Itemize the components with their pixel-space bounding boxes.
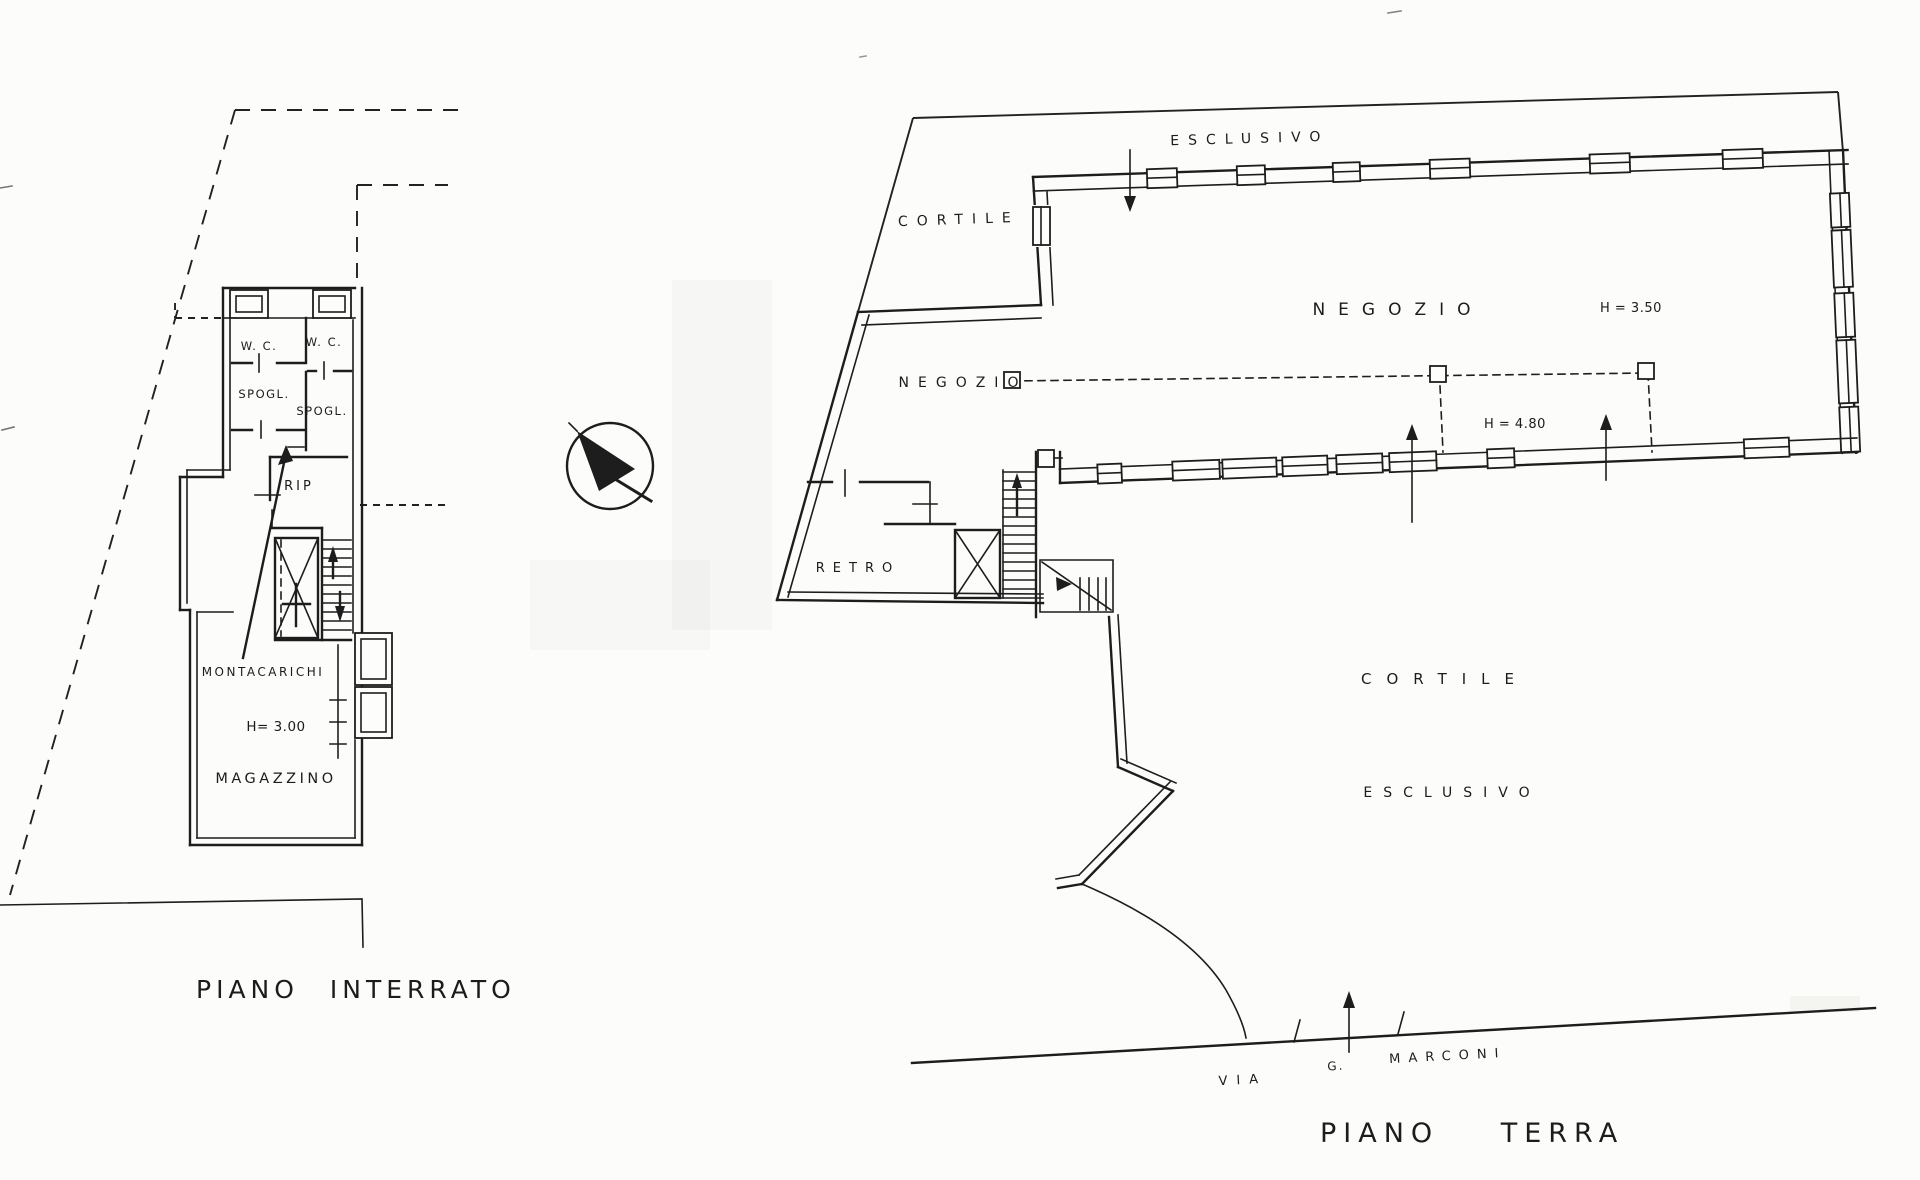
driveway-curve	[1080, 882, 1247, 1039]
cortile-court-label: CORTILE	[1361, 670, 1529, 688]
magazzino-height-label: H= 3.00	[246, 719, 305, 735]
courtyard-boundary	[1055, 614, 1247, 1039]
ground-stair-treads	[1002, 471, 1037, 590]
basement-stairs	[320, 526, 352, 642]
negozio-left-label: NEGOZIO	[899, 375, 1028, 391]
court-entrance-arrow	[1406, 424, 1418, 440]
compass-tail	[612, 476, 654, 504]
negozio-left-wall	[1030, 175, 1054, 307]
street-name-label: MARCONI	[1389, 1046, 1507, 1067]
magazzino-label: MAGAZZINO	[215, 771, 336, 787]
negozio-height-label: H = 3.50	[1600, 301, 1662, 316]
esclusivo-court-label: ESCLUSIVO	[1363, 785, 1540, 801]
negozio-main-label: NEGOZIO	[1312, 300, 1483, 320]
basement-outer-walls	[178, 286, 393, 847]
column-marker	[1637, 362, 1655, 380]
ground-lift-shaft	[953, 528, 1002, 600]
street-initial-label: G.	[1327, 1059, 1345, 1074]
montacarichi-label: MONTACARICHI	[202, 665, 325, 679]
wc-left-label: W. C.	[241, 339, 278, 353]
rip-label: RIP	[284, 479, 314, 494]
ground-stair-block	[953, 449, 1114, 619]
basement-site-boundary	[0, 109, 463, 948]
landing-square	[1037, 449, 1055, 468]
right-wall-windows	[1825, 191, 1864, 454]
street-via-label: VIA	[1218, 1072, 1267, 1090]
wc-right-label: W. C.	[306, 335, 343, 349]
bottom-wall-windows	[1096, 434, 1791, 488]
top-wall-windows	[1145, 145, 1765, 193]
spogl-left-label: SPOGL.	[238, 387, 289, 401]
basement-plan: W. C. W. C. SPOGL. SPOGL. RIP MONTACARIC…	[0, 109, 516, 1004]
ground-floor-plan: ESCLUSIVO CORTILE NEGOZIO H = 3.50 NEGOZ…	[775, 91, 1877, 1149]
retro-label: RETRO	[816, 561, 900, 576]
scan-artifacts	[0, 10, 1860, 1012]
entrance-arrows	[1124, 149, 1612, 523]
compass-circle	[565, 421, 655, 511]
spogl-right-label: SPOGL.	[296, 404, 347, 418]
column-marker	[1003, 371, 1021, 389]
top-entrance-arrow	[1124, 196, 1136, 212]
negozio-right-wall	[1825, 148, 1864, 455]
street-north-arrow	[1343, 991, 1355, 1008]
montacarichi-arrow	[241, 445, 293, 660]
negozio-arrow	[1600, 414, 1612, 430]
inner-height-label: H = 4.80	[1484, 417, 1546, 432]
negozio-top-wall	[1031, 145, 1849, 193]
inner-height-zone	[1003, 362, 1655, 453]
ground-site-boundary	[857, 91, 1844, 313]
basement-lower-boundary	[0, 898, 364, 948]
basement-title: PIANO INTERRATO	[196, 975, 516, 1004]
negozio-bottom-wall	[1058, 434, 1859, 488]
north-arrowhead	[577, 431, 635, 491]
small-outdoor-stair	[1039, 559, 1114, 613]
ground-title: PIANO TERRA	[1320, 1118, 1624, 1149]
street-line	[910, 991, 1877, 1065]
cortile-top-label: CORTILE	[898, 210, 1020, 230]
annex-walls	[775, 303, 1045, 605]
north-compass	[565, 421, 655, 511]
column-marker	[1429, 365, 1447, 383]
esclusivo-top-label: ESCLUSIVO	[1170, 129, 1330, 149]
basement-lift-shaft	[273, 536, 320, 640]
